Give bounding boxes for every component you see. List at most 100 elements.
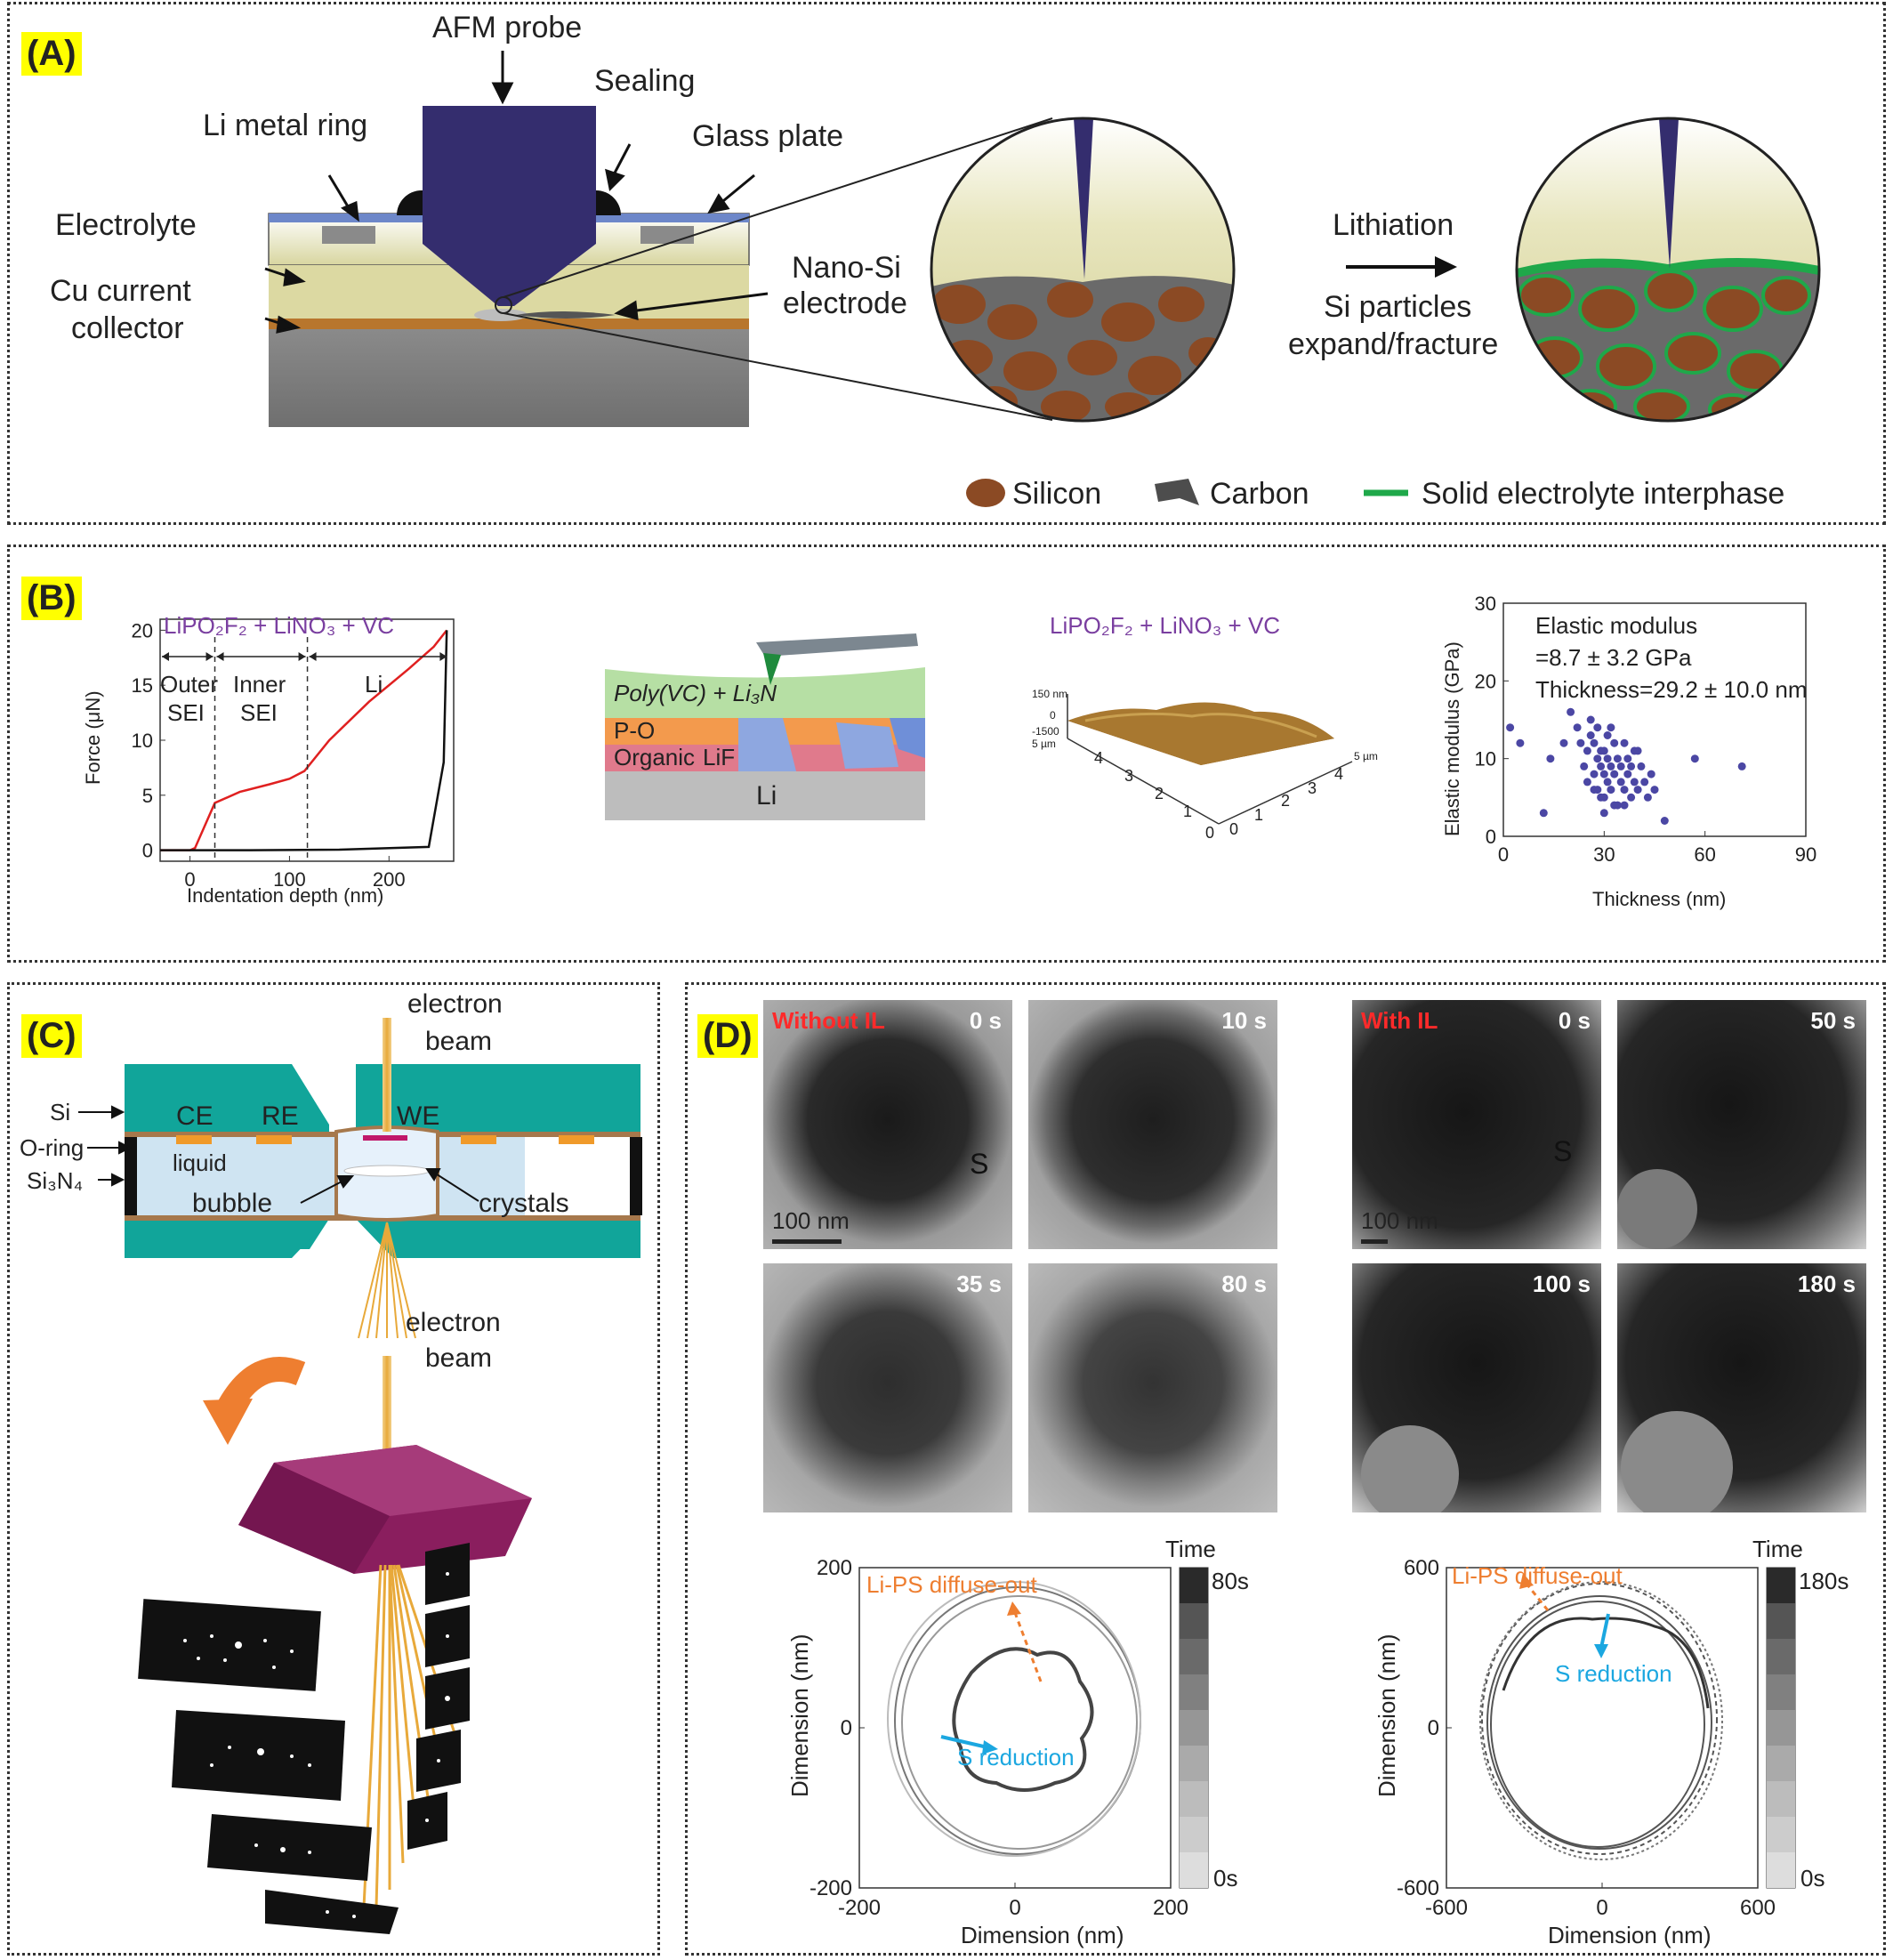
x-tick-label: 90 [1795,843,1816,866]
y-tick-label: 0 [1428,1716,1439,1740]
frame-time: 100 s [1532,1270,1591,1297]
afm-right-tick-4: 4 [1334,765,1343,783]
scale-bar [1361,1239,1388,1244]
afm-left-tick-0: 0 [1205,824,1214,842]
s-marker: S [970,1148,989,1180]
afm-z-mid: 0 [1050,709,1056,722]
y-tick-label: 20 [1475,670,1496,692]
beam-top-label-1: electron [407,989,503,1019]
scatter-point [1637,762,1646,770]
scatter-point [1610,738,1619,747]
y-tick-label: 20 [132,619,153,641]
scatter-point [1660,817,1669,825]
scatter-point [1620,786,1629,794]
scatter-point [1599,793,1608,802]
region-arrowhead [439,652,447,661]
annot-s-2: S reduction [1555,1660,1672,1687]
tem-frame-with-50: 50 s [1617,1000,1866,1249]
x-tick-label: -200 [838,1896,881,1920]
organic-label: Organic [614,744,695,770]
contour-inner [1502,1617,1710,1709]
scatter-point [1737,762,1746,770]
polyvc-label: Poly(VC) + Li₃N [614,680,777,706]
panel-a-figure: AFM probe Sealing Li metal ring Glass pl… [50,11,1821,511]
plot-frame [1502,602,1807,837]
scatter-point [1650,786,1659,794]
scatter-point [1559,738,1568,747]
with-il-label: With IL [1361,1007,1438,1034]
bubble [1621,1411,1733,1512]
tem-frame-with-100: 100 s [1352,1263,1601,1512]
frame-time: 50 s [1810,1007,1856,1034]
li-substrate-label: Li [756,781,777,811]
frame-time: 180 s [1797,1270,1856,1297]
scatter-point [1546,754,1555,763]
scatter-point [1597,762,1606,770]
y-tick-label: 0 [1486,826,1496,848]
force-ylabel: Force (μN) [82,690,104,785]
modulus-text-1: Elastic modulus [1535,612,1697,639]
glass-plate-label: Glass plate [692,119,843,153]
scatter-point [1610,770,1619,778]
outer-sei-label-2: SEI [167,699,205,726]
scatter-point [1586,731,1595,739]
x-tick-label: 600 [1740,1896,1776,1920]
panel-b-label: (B) [21,577,82,620]
afm-z-top: 150 nm [1032,688,1067,700]
panel-c [7,982,660,1956]
y-tick-label: 10 [132,730,153,752]
modulus-text-3: Thickness=29.2 ± 10.0 nm [1535,676,1808,703]
re-label: RE [262,1101,299,1131]
crystals-label: crystals [479,1189,569,1218]
y-tick-label: 600 [1404,1556,1439,1580]
scatter-point [1640,778,1649,786]
liquid-cell-figure: electron beam Si O-ring Si₃N₄ CE RE WE l… [20,989,642,1934]
scatter-point [1539,809,1548,818]
colorbar-title-2: Time [1752,1536,1803,1562]
lif-label: LiF [703,744,735,770]
contour-outer [1479,1581,1723,1860]
contour-inner [952,1647,1094,1792]
x-tick-label: 60 [1694,843,1715,866]
electrode-label: electrode [783,286,907,320]
scatter-point [1690,754,1699,763]
si-label: Si [50,1099,70,1125]
afm-right-tick-1: 1 [1254,806,1263,824]
s-marker: S [1553,1135,1573,1167]
scatter-point [1603,778,1612,786]
nano-si-label: Nano-Si [792,251,901,285]
afm-title: LiPO₂F₂ + LiNO₃ + VC [1050,612,1280,639]
scatter-point [1516,738,1525,747]
x-tick-label: 0 [184,868,195,891]
scatter-point [1597,746,1606,755]
region-arrowhead [216,652,224,661]
afm-left-tick-1: 1 [1183,803,1192,820]
x-tick-label: 200 [373,868,406,891]
force-chart-title: LiPO₂F₂ + LiNO₃ + VC [164,612,394,639]
scatter-point [1573,723,1582,732]
colorbar-bottom-2: 0s [1800,1865,1825,1891]
y-tick-label: 0 [841,1716,852,1740]
afm-z-low: -1500 [1032,725,1059,738]
afm-right-tick-0: 0 [1229,820,1238,838]
y-tick-label: 15 [132,674,153,697]
scale-bar [772,1239,842,1244]
colorbar-left: Time 80s 0s [1165,1536,1249,1891]
region-arrowhead [298,652,306,661]
scatter-point [1593,723,1602,732]
tem-frame-without-35: 35 s [763,1263,1012,1512]
legend-silicon-label: Silicon [1012,477,1101,511]
scatter-point [1620,738,1629,747]
annot-lips-1: Li-PS diffuse-out [866,1571,1038,1598]
x-tick-label: 30 [1593,843,1615,866]
annot-s-1: S reduction [957,1744,1075,1770]
ce-label: CE [176,1101,213,1131]
si-particles-label: Si particles [1324,290,1471,324]
tem-frame-with-0: With IL 0 s S 100 nm [1352,1000,1601,1249]
afm-probe-label: AFM probe [432,11,582,44]
panel-a [7,2,1886,525]
scatter-point [1607,762,1615,770]
